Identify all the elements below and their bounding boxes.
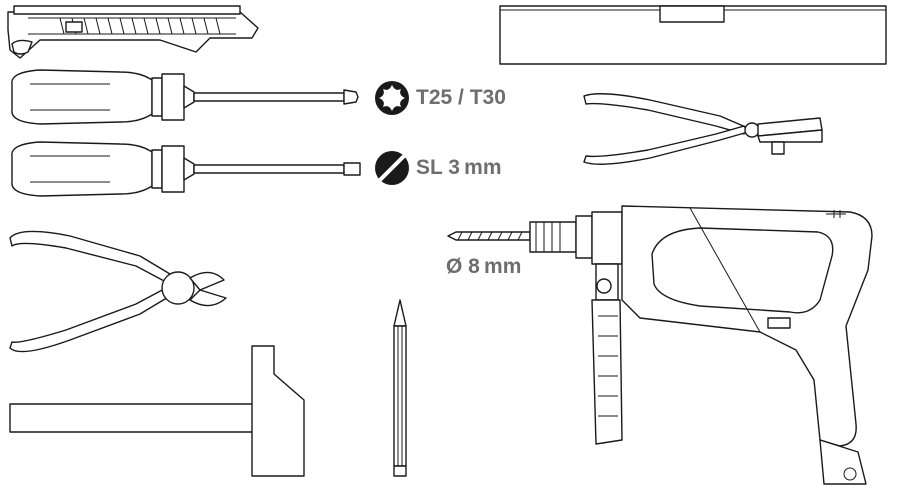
hammer: [9, 345, 305, 477]
pencil: [393, 299, 407, 477]
side-cutters: [9, 230, 227, 353]
spirit-level: [499, 5, 887, 65]
slotted-screw-icon: [375, 151, 409, 185]
power-drill: [529, 205, 873, 485]
slotted-screwdriver: [11, 141, 361, 197]
drill-bit: [447, 231, 531, 241]
drill-bit-diameter-label: Ø 8 mm: [446, 255, 522, 278]
slotted-size-label: SL 3 mm: [416, 156, 502, 179]
utility-knife: [7, 5, 259, 59]
wire-stripper: [583, 93, 823, 165]
torx-size-label: T25 / T30: [416, 86, 506, 109]
torx-star-icon: [375, 81, 409, 115]
torx-screwdriver: [11, 69, 359, 125]
